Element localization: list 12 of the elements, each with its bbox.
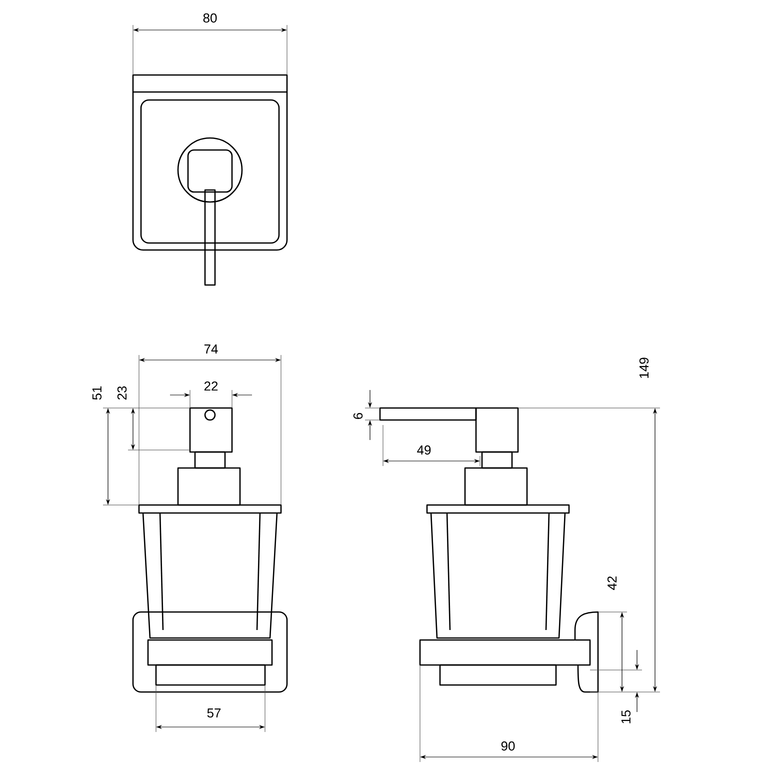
dimension-label: 149 xyxy=(639,358,649,378)
dimension-label: 6 xyxy=(353,412,363,419)
dimension-label: 22 xyxy=(204,381,218,391)
dimension-label: 49 xyxy=(417,445,431,455)
dimension-label: 42 xyxy=(607,576,617,590)
dimension-label: 57 xyxy=(207,708,221,718)
dimension-label: 51 xyxy=(92,386,102,400)
dimension-label: 23 xyxy=(117,386,127,400)
dimension-label: 90 xyxy=(501,741,515,751)
dimension-label: 80 xyxy=(203,13,217,23)
dimension-label: 74 xyxy=(204,344,218,354)
dimension-label: 15 xyxy=(621,710,631,724)
